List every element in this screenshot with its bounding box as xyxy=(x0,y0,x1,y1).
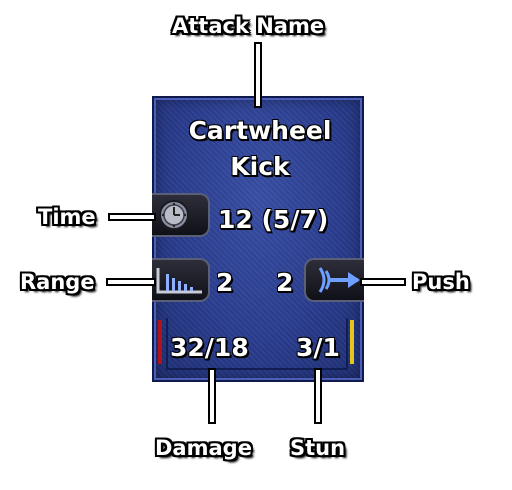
clock-icon xyxy=(159,200,189,230)
damage-label: Damage xyxy=(155,436,252,460)
push-arrow-icon xyxy=(318,267,360,293)
push-plate xyxy=(304,258,364,302)
range-plate xyxy=(152,258,210,302)
attack-name-pointer xyxy=(256,44,260,106)
stun-value: 3/1 xyxy=(296,333,340,362)
time-value: 12 (5/7) xyxy=(218,205,329,234)
time-pointer xyxy=(110,215,154,219)
damage-bar xyxy=(158,320,162,364)
push-value: 2 xyxy=(276,268,294,297)
range-bars-icon xyxy=(156,268,202,294)
stun-pointer xyxy=(316,370,320,422)
range-pointer xyxy=(108,280,154,284)
damage-value: 32/18 xyxy=(170,333,249,362)
time-label: Time xyxy=(38,205,96,229)
stun-bar xyxy=(350,320,354,364)
range-value: 2 xyxy=(216,268,234,297)
attack-name-label: Attack Name xyxy=(172,14,325,38)
range-label: Range xyxy=(20,270,95,294)
push-label: Push xyxy=(412,270,470,294)
attack-card[interactable]: Cartwheel Kick xyxy=(152,96,364,382)
attack-name-line1: Cartwheel xyxy=(188,116,332,145)
push-pointer xyxy=(362,280,404,284)
time-plate xyxy=(152,193,210,237)
stun-label: Stun xyxy=(290,436,346,460)
damage-pointer xyxy=(210,370,214,422)
attack-name-line2: Kick xyxy=(230,152,290,181)
damage-stun-frame xyxy=(166,318,348,370)
